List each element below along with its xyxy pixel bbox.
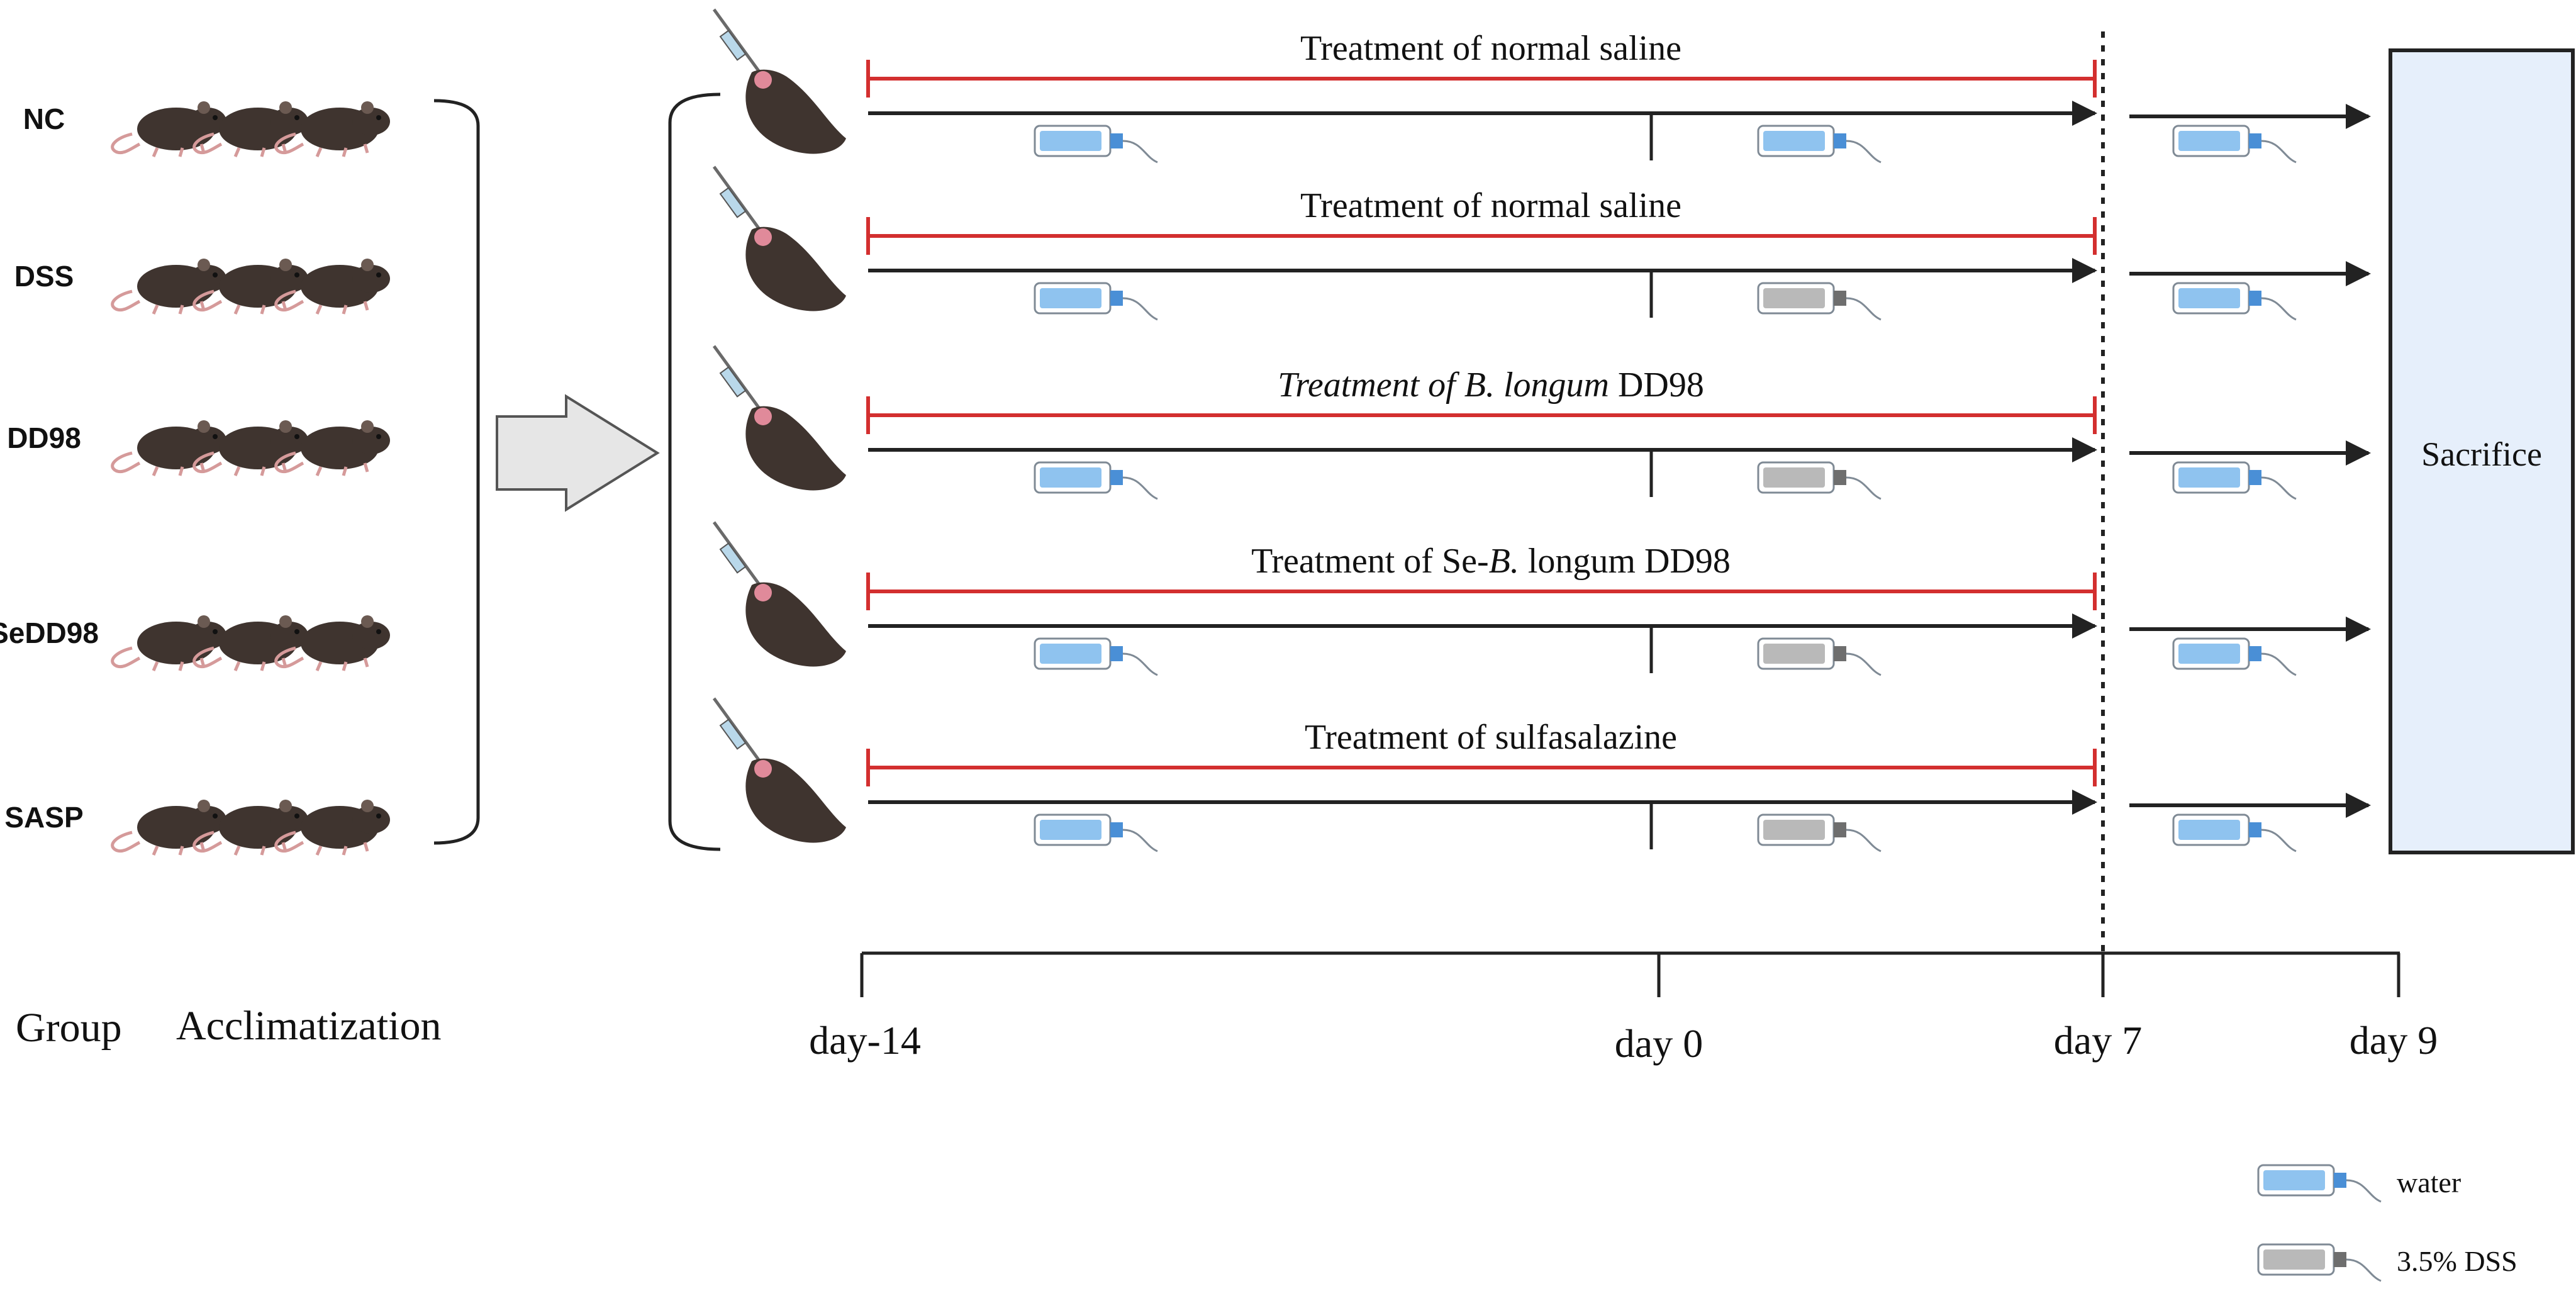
- water-bottle-icon: [1034, 282, 1159, 321]
- treatment-label: Treatment of normal saline: [1300, 186, 1681, 225]
- tick-label-day-0: day 0: [1615, 1021, 1703, 1066]
- syringe-icon: [714, 698, 846, 842]
- group-label: DSS: [14, 260, 74, 293]
- water-bottle-icon: [1757, 125, 1882, 164]
- syringe-icon: [714, 9, 846, 154]
- treatment-row: Treatment of Se-B. longum DD98: [714, 522, 2371, 676]
- syringe-icon: [714, 522, 846, 666]
- treatment-label: Treatment of Se-B. longum DD98: [1251, 542, 1731, 581]
- tick-label-day-14: day-14: [809, 1018, 921, 1063]
- water-bottle-icon: [1034, 637, 1159, 676]
- group-heading: Group: [16, 1005, 122, 1051]
- mouse-icon: [113, 420, 390, 476]
- water-bottle-icon: [2172, 461, 2297, 500]
- dss-bottle-icon: [1757, 461, 1882, 500]
- treatment-label: Treatment of B. longum DD98: [1278, 366, 1704, 405]
- mouse-icon: [113, 615, 390, 671]
- treatment-row: Treatment of normal saline: [714, 9, 2371, 164]
- water-bottle-icon: [1034, 813, 1159, 852]
- sacrifice-box: [2389, 48, 2575, 854]
- timeline-axis: [860, 951, 2400, 997]
- legend-water-label: water: [2397, 1166, 2461, 1199]
- treatment-label: Treatment of sulfasalazine: [1305, 718, 1677, 757]
- group-label: DD98: [7, 422, 81, 454]
- water-bottle-icon: [2172, 282, 2297, 321]
- water-bottle-icon: [2172, 125, 2297, 164]
- water-bottle-icon: [1034, 461, 1159, 500]
- mouse-icon: [113, 259, 390, 314]
- water-bottle-icon: [2257, 1164, 2382, 1203]
- left-group-bracket-icon: [433, 99, 480, 845]
- dss-bottle-icon: [2257, 1243, 2382, 1282]
- treatment-row: Treatment of sulfasalazine: [714, 698, 2371, 852]
- mouse-icon: [113, 800, 390, 855]
- treatment-label: Treatment of normal saline: [1300, 29, 1681, 68]
- group-label: SeDD98: [0, 617, 99, 649]
- tick-label-day-9: day 9: [2350, 1018, 2438, 1063]
- syringe-icon: [714, 346, 846, 490]
- sacrifice-label: Sacrifice: [2421, 435, 2542, 473]
- tick-label-day-7: day 7: [2054, 1018, 2142, 1063]
- treatment-row: Treatment of normal saline: [714, 167, 2371, 321]
- group-label: NC: [23, 103, 65, 135]
- dss-bottle-icon: [1757, 282, 1882, 321]
- water-bottle-icon: [1034, 125, 1159, 164]
- dss-bottle-icon: [1757, 813, 1882, 852]
- water-bottle-icon: [2172, 813, 2297, 852]
- group-label: SASP: [4, 801, 83, 834]
- acclimatization-mice: [113, 101, 390, 855]
- acclimatization-heading: Acclimatization: [176, 1003, 442, 1049]
- mouse-icon: [113, 101, 390, 157]
- legend-dss-label: 3.5% DSS: [2397, 1245, 2517, 1277]
- water-bottle-icon: [2172, 637, 2297, 676]
- dss-bottle-icon: [1757, 637, 1882, 676]
- legend: water 3.5% DSS: [2257, 1164, 2517, 1282]
- treatment-row: Treatment of B. longum DD98: [714, 346, 2371, 500]
- big-arrow-icon: [496, 394, 660, 512]
- syringe-icon: [714, 167, 846, 311]
- right-group-bracket-icon: [668, 92, 721, 851]
